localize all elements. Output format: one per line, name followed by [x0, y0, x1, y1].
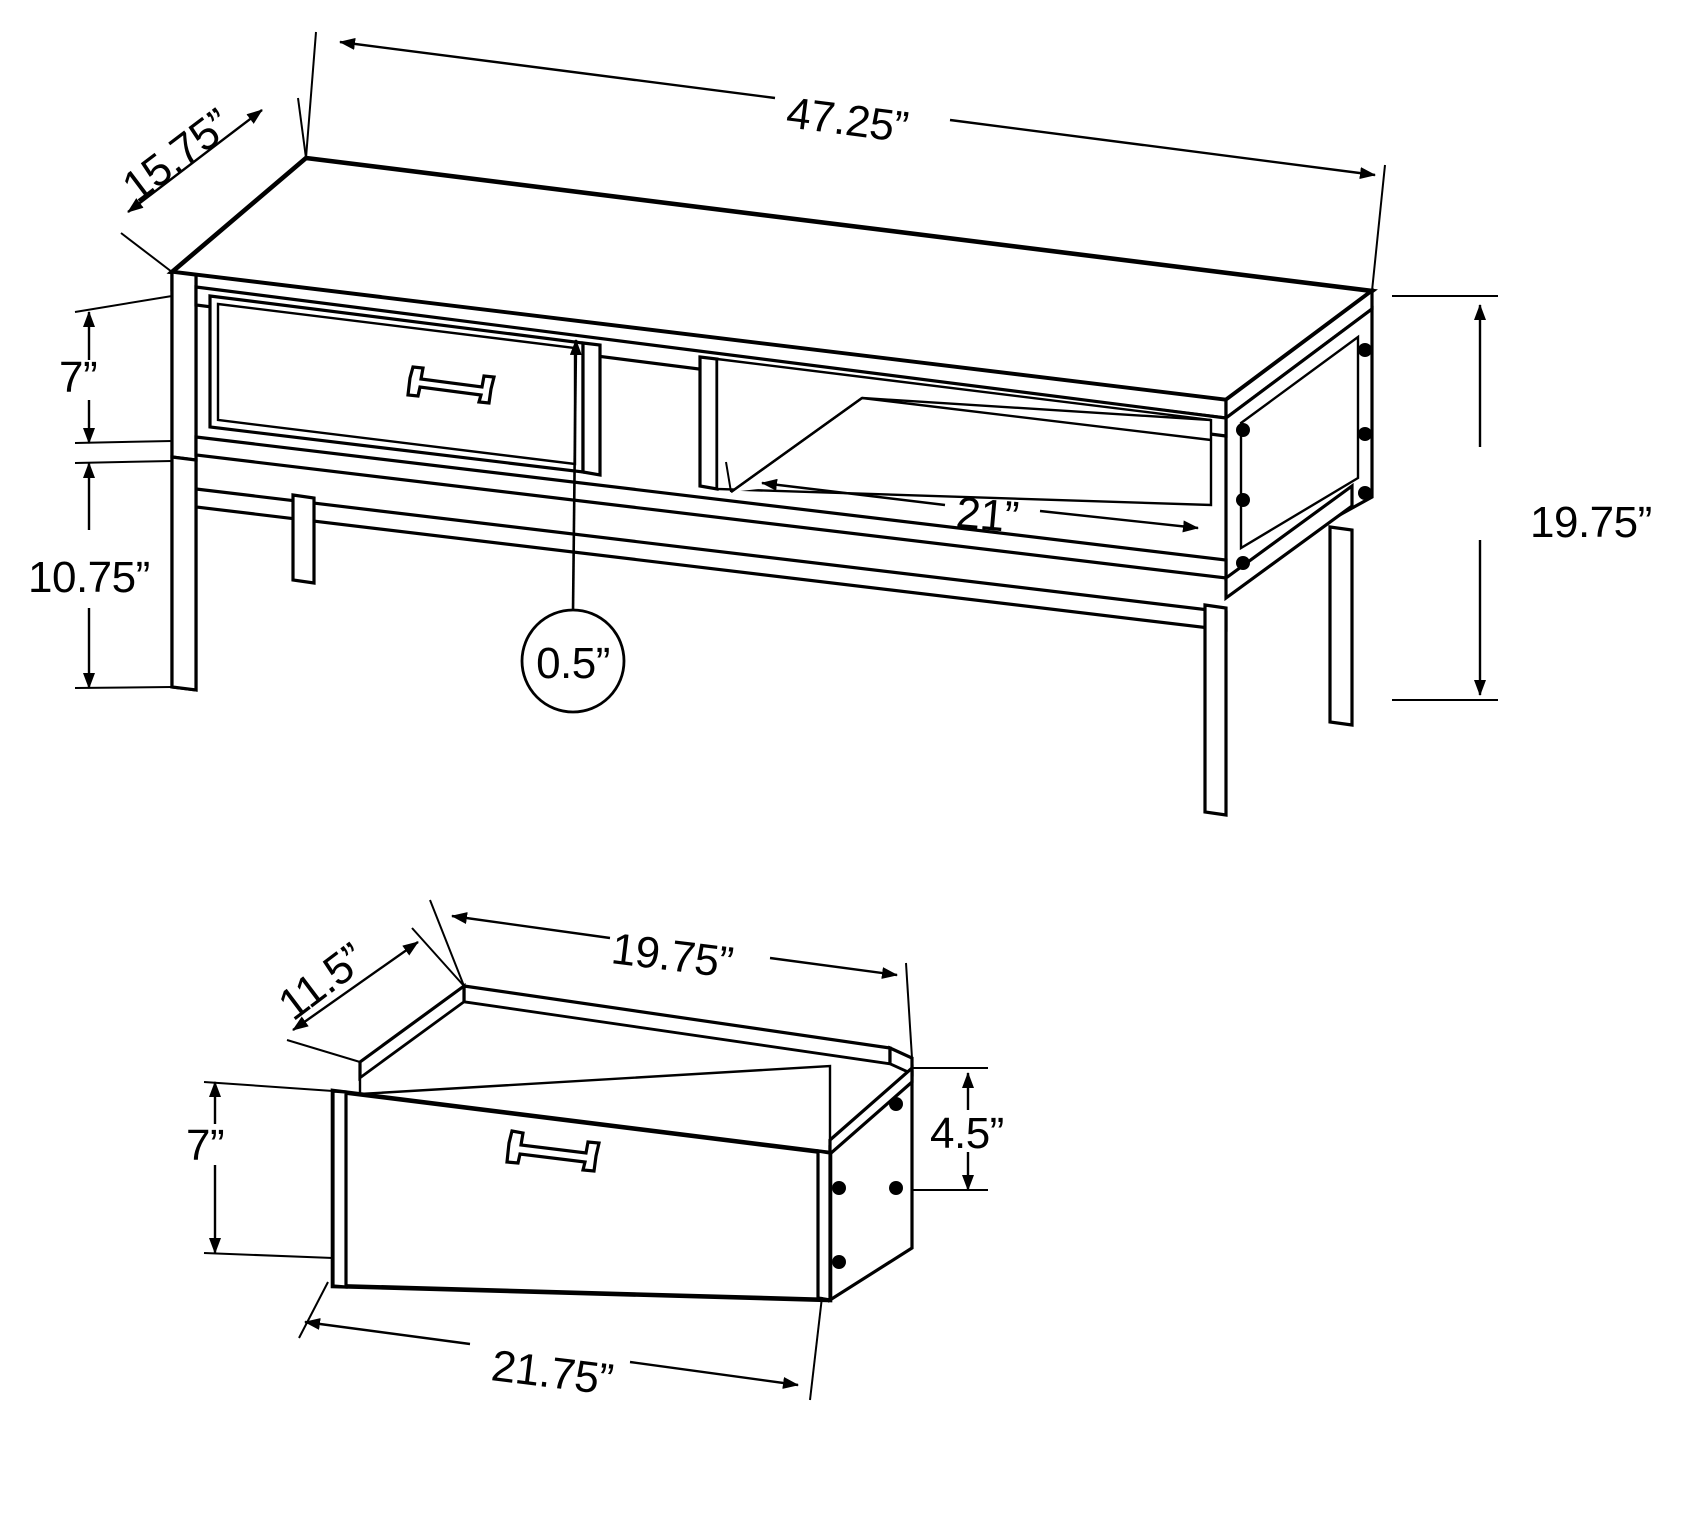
dimension-drawer-side-height: 4.5” — [912, 1067, 1004, 1191]
label-drawer-front-height: 7” — [186, 1121, 224, 1170]
label-panel-thickness: 0.5” — [536, 639, 610, 688]
dimension-drawer-section-height: 7” — [59, 295, 173, 444]
console-drawer-handle — [406, 365, 497, 405]
label-leg-height: 10.75” — [28, 553, 150, 602]
label-overall-width: 47.25” — [784, 88, 911, 152]
console-open-shelf — [715, 357, 1213, 507]
drawer-detail-view: 19.75” 11.5” 7” — [186, 899, 1004, 1405]
dimension-drawer-front-width: 21.75” — [298, 1281, 823, 1405]
console-legs — [170, 455, 1354, 817]
label-drawer-depth: 11.5” — [270, 934, 375, 1030]
drawer-front-panel — [330, 1088, 833, 1303]
dimension-open-shelf-width: 21” — [725, 461, 1199, 542]
console-top-panel — [166, 155, 1378, 422]
dimension-drawer-inner-width: 19.75” — [429, 899, 913, 1059]
console-hardware-dots — [1236, 343, 1372, 570]
label-overall-depth: 15.75” — [114, 100, 241, 212]
dimension-panel-thickness-callout: 0.5” — [520, 339, 626, 714]
console-drawer-front — [208, 294, 585, 474]
label-overall-height: 19.75” — [1530, 498, 1652, 547]
label-drawer-inner-width: 19.75” — [609, 924, 736, 987]
drawer-detail-handle — [505, 1129, 601, 1173]
label-drawer-side-height: 4.5” — [930, 1109, 1004, 1158]
dimension-leg-height: 10.75” — [28, 460, 173, 689]
label-drawer-front-width: 21.75” — [489, 1341, 616, 1404]
dimension-drawer-front-height: 7” — [186, 1081, 334, 1259]
label-open-shelf-width: 21” — [954, 488, 1020, 542]
dimension-overall-height: 19.75” — [1392, 295, 1652, 701]
label-drawer-section-height: 7” — [59, 353, 97, 402]
thickness-callout-bubble — [520, 608, 626, 714]
drawer-hardware-dots — [832, 1097, 903, 1269]
console-assembly-view: 47.25” 15.75” 7” — [28, 31, 1652, 817]
